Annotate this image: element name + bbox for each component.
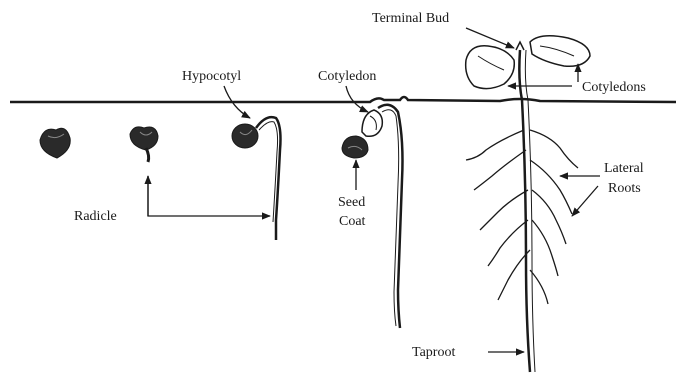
label-cotyledon: Cotyledon [318,69,376,84]
seed-stage-2 [130,127,158,162]
terminal-bud-pointer [466,28,514,48]
label-seed: Seed [338,195,365,210]
soil-line [10,97,676,102]
seedling-stage-3 [232,117,281,240]
radicle-bracket [148,176,270,216]
lateral-roots-pointer-2 [572,186,598,216]
cotyledon-pointer [346,86,368,112]
label-coat: Coat [339,214,366,229]
label-roots: Roots [608,181,641,196]
lateral-roots [466,130,578,304]
label-terminal-bud: Terminal Bud [372,11,449,26]
label-radicle: Radicle [74,209,117,224]
seed-stage-1 [40,128,70,158]
label-hypocotyl: Hypocotyl [182,69,241,84]
label-taproot: Taproot [412,345,455,360]
label-lateral: Lateral [604,161,644,176]
label-cotyledons: Cotyledons [582,80,646,95]
